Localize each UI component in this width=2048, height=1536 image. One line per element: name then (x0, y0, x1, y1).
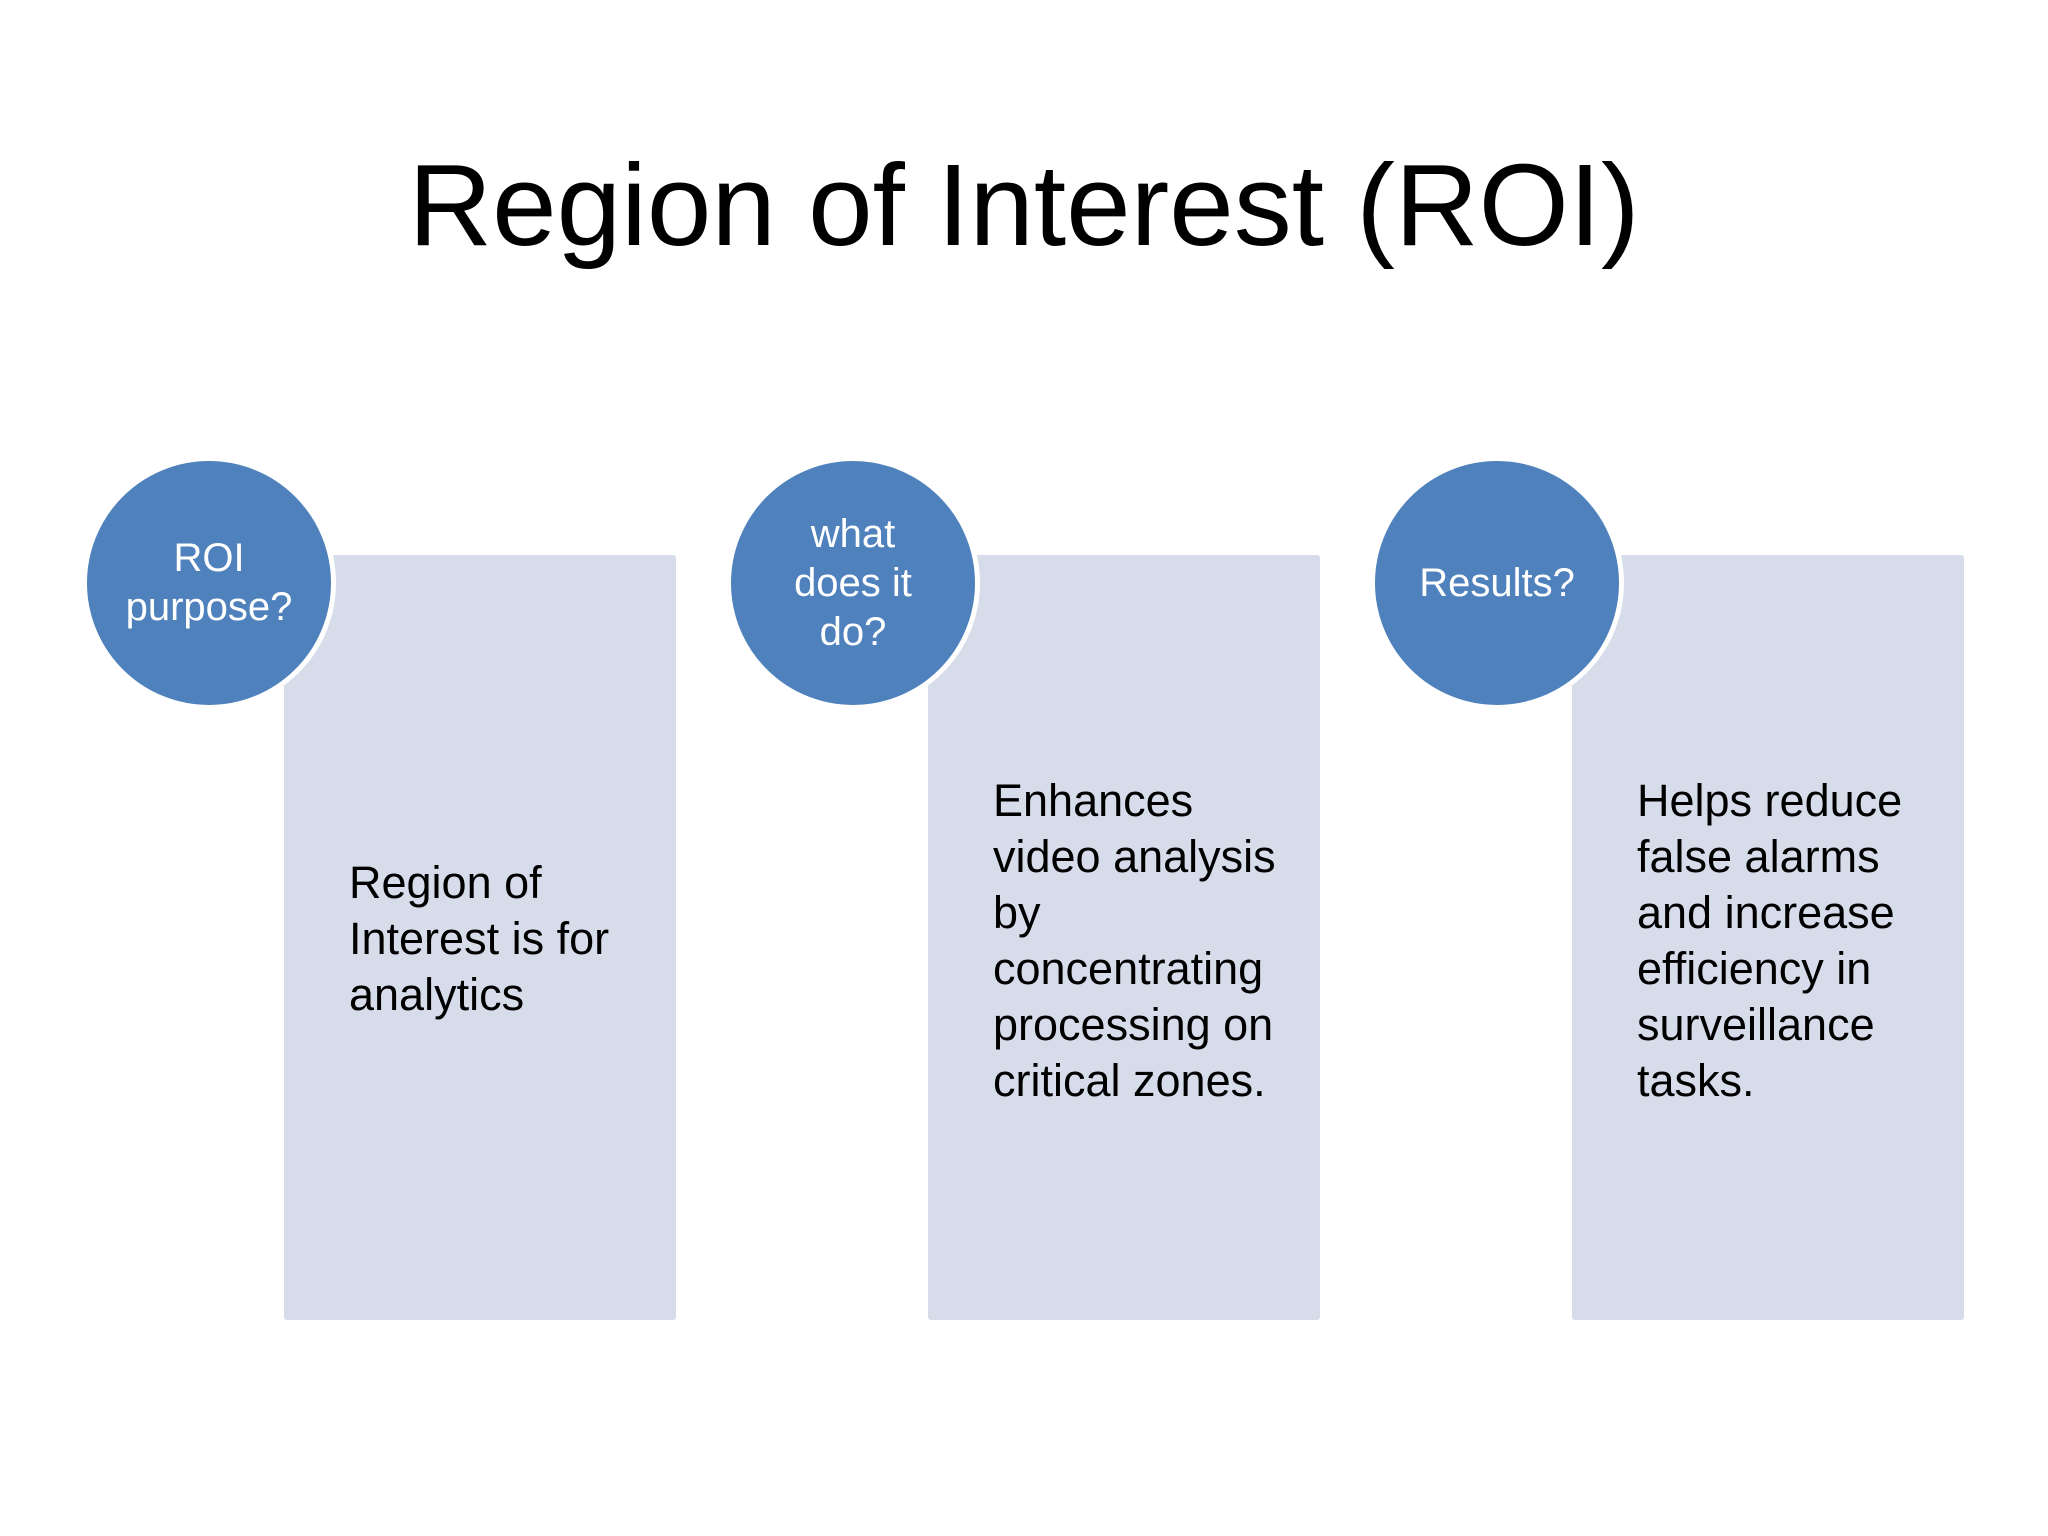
circle-results: Results? (1370, 456, 1624, 710)
panel-text-what-does-it-do: Enhances video analysis by concentrating… (993, 775, 1276, 1106)
panel-text-roi-purpose: Region of Interest is for analytics (349, 857, 610, 1020)
circle-roi-purpose: ROI purpose? (82, 456, 336, 710)
panel-text-results: Helps reduce false alarms and increase e… (1637, 775, 1903, 1106)
circle-label-roi-purpose: ROI purpose? (125, 536, 293, 629)
panel-roi-purpose: Region of Interest is for analytics (284, 555, 676, 1320)
panel-results: Helps reduce false alarms and increase e… (1572, 555, 1964, 1320)
circle-what-does-it-do: what does it do? (726, 456, 980, 710)
circle-label-results: Results? (1419, 560, 1575, 605)
slide-title: Region of Interest (ROI) (408, 140, 1640, 270)
circle-label-what-does-it-do: what does it do? (794, 511, 912, 654)
panel-what-does-it-do: Enhances video analysis by concentrating… (928, 555, 1320, 1320)
